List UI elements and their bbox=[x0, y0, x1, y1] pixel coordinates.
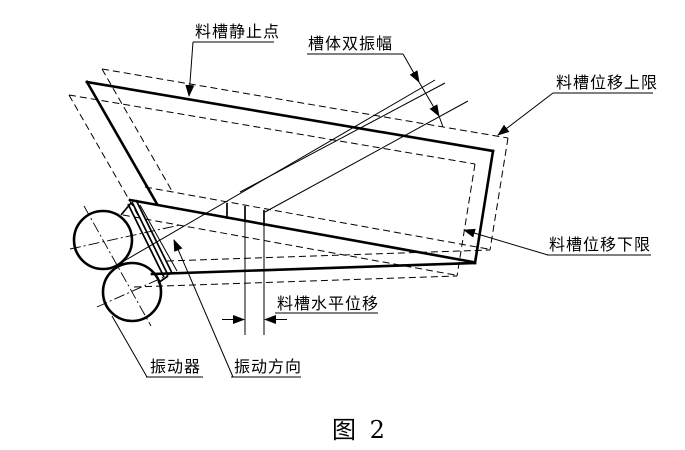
leader-static-point bbox=[185, 41, 195, 97]
leader-double-amplitude-2 bbox=[418, 81, 440, 117]
figure-caption: 图 2 bbox=[332, 416, 388, 444]
label-lower-limit: 料槽位移下限 bbox=[549, 235, 651, 254]
label-static-point: 料槽静止点 bbox=[195, 22, 280, 41]
leader-lines bbox=[111, 41, 554, 378]
label-vibration-direction: 振动方向 bbox=[234, 357, 302, 376]
vibrator-motor-lower bbox=[101, 261, 163, 323]
construction-lines bbox=[111, 79, 469, 269]
mount-plate-inner-line bbox=[139, 204, 178, 272]
leader-vibrator bbox=[111, 315, 148, 378]
leader-upper-limit bbox=[497, 92, 554, 136]
label-vibrator: 振动器 bbox=[150, 357, 201, 376]
trough-static-outline bbox=[85, 80, 495, 276]
amplitude-line-1 bbox=[239, 82, 446, 193]
label-underlines bbox=[146, 41, 653, 378]
vibrator-mount-plate bbox=[120, 199, 173, 284]
trough-lower-limit-outline bbox=[68, 94, 476, 288]
vibrator-motor-upper bbox=[72, 209, 134, 271]
trough-upper-limit-outline bbox=[101, 68, 509, 262]
trough-left-edge bbox=[85, 80, 159, 206]
labels: 料槽静止点 槽体双振幅 料槽位移上限 料槽位移下限 料槽水平位移 振动器 振动方… bbox=[150, 22, 658, 376]
trough-bottom-edge bbox=[150, 261, 477, 276]
leader-double-amplitude-tail bbox=[438, 115, 444, 128]
horizontal-displacement-dimension bbox=[222, 210, 287, 335]
label-horizontal-displacement: 料槽水平位移 bbox=[277, 294, 379, 313]
vibrator-center-lines bbox=[69, 205, 181, 327]
trough-top-edge bbox=[85, 80, 495, 153]
amplitude-line-2 bbox=[264, 100, 469, 213]
vibrator-circles bbox=[72, 209, 163, 323]
trough-floor-line bbox=[128, 198, 475, 264]
leader-lower-limit bbox=[463, 228, 549, 256]
leader-double-amplitude-1 bbox=[402, 53, 420, 83]
leader-vibration-direction bbox=[173, 239, 234, 378]
label-double-amplitude: 槽体双振幅 bbox=[308, 34, 393, 53]
label-upper-limit: 料槽位移上限 bbox=[556, 73, 658, 92]
trough-right-edge bbox=[473, 149, 495, 265]
